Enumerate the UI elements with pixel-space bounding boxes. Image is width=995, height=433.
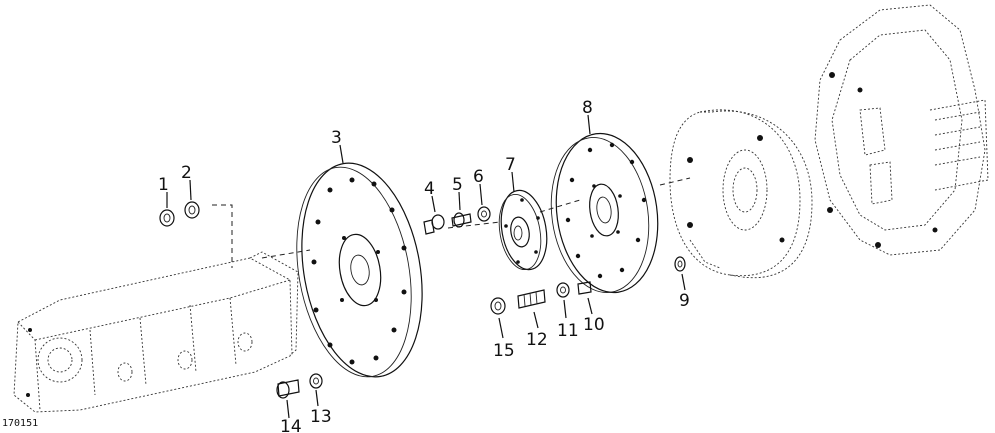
- part-2-washer: [184, 201, 200, 219]
- callout-5: 5: [452, 175, 463, 195]
- callout-7: 7: [505, 155, 516, 175]
- callout-15: 15: [493, 341, 515, 361]
- callout-12: 12: [526, 330, 548, 350]
- callout-1: 1: [158, 175, 169, 195]
- callout-14: 14: [280, 417, 302, 433]
- part-13-washer: [309, 373, 323, 389]
- callout-10: 10: [583, 315, 605, 335]
- hub-7: [498, 189, 548, 271]
- part-1-nut: [159, 209, 175, 227]
- part-11-washer: [556, 282, 570, 298]
- leader-lines: [166, 114, 686, 419]
- part-15-nut: [490, 297, 506, 315]
- part-6-washer: [477, 206, 491, 222]
- flywheel-housing: [814, 4, 989, 256]
- callout-8: 8: [582, 98, 593, 118]
- part-14-bolt: [276, 379, 300, 399]
- part-12-bolt: [517, 289, 546, 309]
- callout-9: 9: [679, 291, 690, 311]
- flywheel: [669, 109, 813, 279]
- callout-4: 4: [424, 179, 435, 199]
- callout-3: 3: [331, 128, 342, 148]
- part-10-dowel: [577, 281, 592, 295]
- flex-plate-8: [550, 132, 659, 294]
- part-5-bolt: [451, 212, 472, 228]
- part-4-nut: [423, 214, 445, 235]
- drive-plate-3: [296, 162, 423, 378]
- callout-2: 2: [181, 163, 192, 183]
- assembly-centerline: [212, 177, 691, 268]
- hydraulic-pump: [13, 251, 299, 413]
- figure-code: 170151: [2, 418, 38, 429]
- callout-13: 13: [310, 407, 332, 427]
- part-9-bushing: [674, 256, 686, 272]
- callout-11: 11: [557, 321, 579, 341]
- callout-6: 6: [473, 167, 484, 187]
